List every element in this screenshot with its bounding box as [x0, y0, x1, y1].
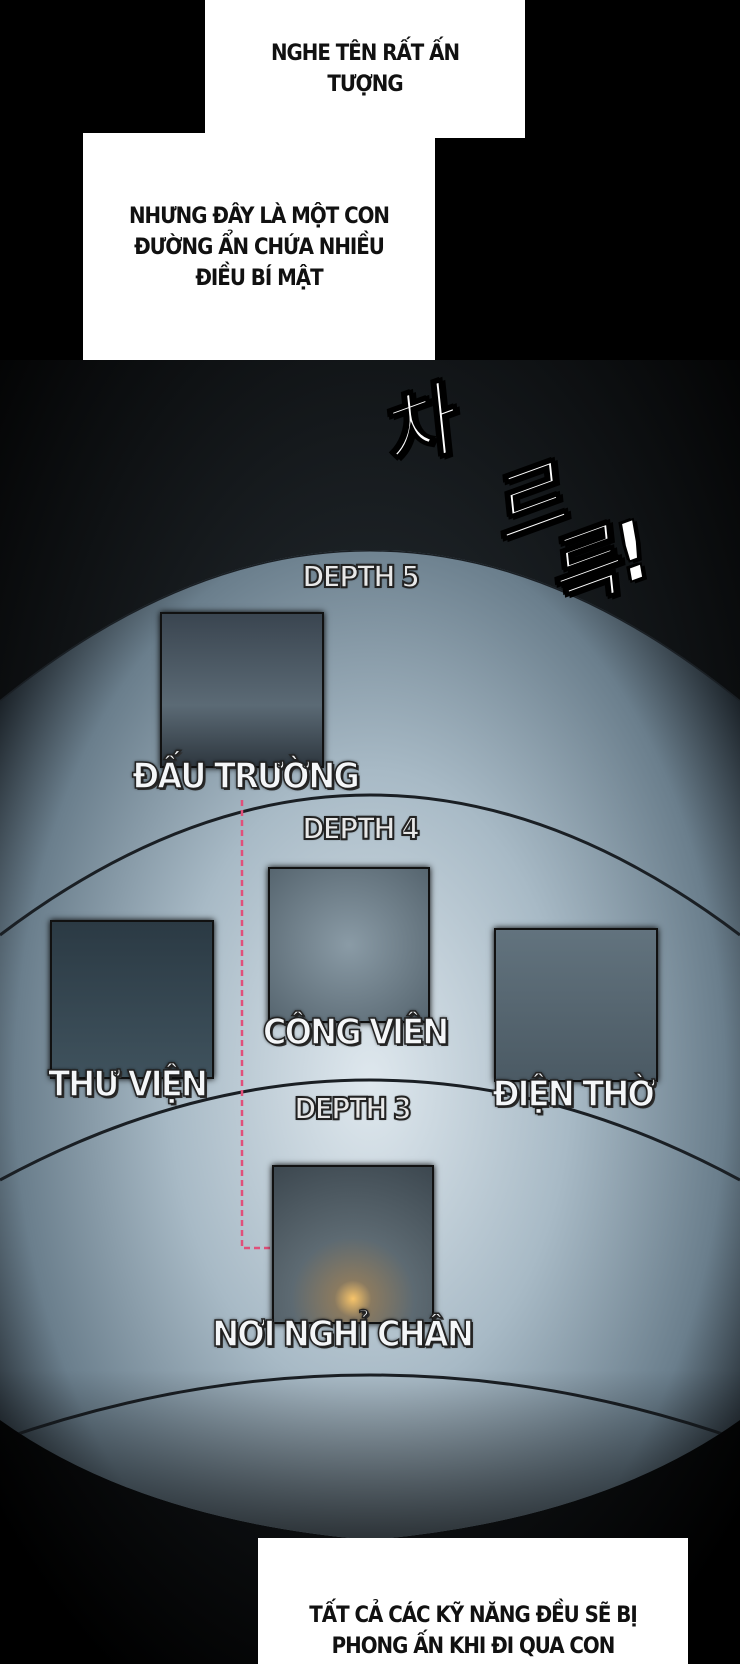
arena-image	[160, 612, 324, 768]
caption-line: TƯỢNG	[327, 72, 403, 97]
shrine-label: ĐIỆN THỜ	[492, 1073, 657, 1116]
library-label: THƯ VIỆN	[47, 1063, 208, 1106]
library-image	[50, 920, 214, 1079]
caption-line: TẤT CẢ CÁC KỸ NĂNG ĐỀU SẼ BỊ	[309, 1603, 637, 1628]
rest-area-image	[272, 1165, 434, 1324]
caption-line: NHƯNG ĐÂY LÀ MỘT CON	[128, 203, 390, 229]
park-image	[268, 867, 430, 1023]
arena-label: ĐẤU TRƯỜNG	[131, 755, 360, 798]
caption-line: PHONG ẤN KHI ĐI QUA CON	[331, 1634, 616, 1659]
depth-3-label: DEPTH 3	[293, 1091, 413, 1128]
depth-4-label: DEPTH 4	[301, 811, 421, 848]
shrine-image	[494, 928, 658, 1082]
caption-box-top: NGHE TÊN RẤT ẤN TƯỢNG	[205, 0, 525, 138]
park-label: CÔNG VIÊN	[262, 1011, 450, 1054]
caption-line: ĐIỀU BÍ MẬT	[195, 265, 323, 291]
caption-box-bottom: TẤT CẢ CÁC KỸ NĂNG ĐỀU SẼ BỊ PHONG ẤN KHI…	[258, 1538, 688, 1664]
caption-line: ĐƯỜNG ẨN CHỨA NHIỀU	[134, 234, 385, 260]
caption-line: NGHE TÊN RẤT ẤN	[270, 41, 460, 66]
caption-box-middle: NHƯNG ĐÂY LÀ MỘT CON ĐƯỜNG ẨN CHỨA NHIỀU Đ…	[83, 133, 435, 361]
depth-5-label: DEPTH 5	[301, 559, 421, 596]
rest-area-label: NƠI NGHỈ CHÂN	[211, 1313, 474, 1356]
